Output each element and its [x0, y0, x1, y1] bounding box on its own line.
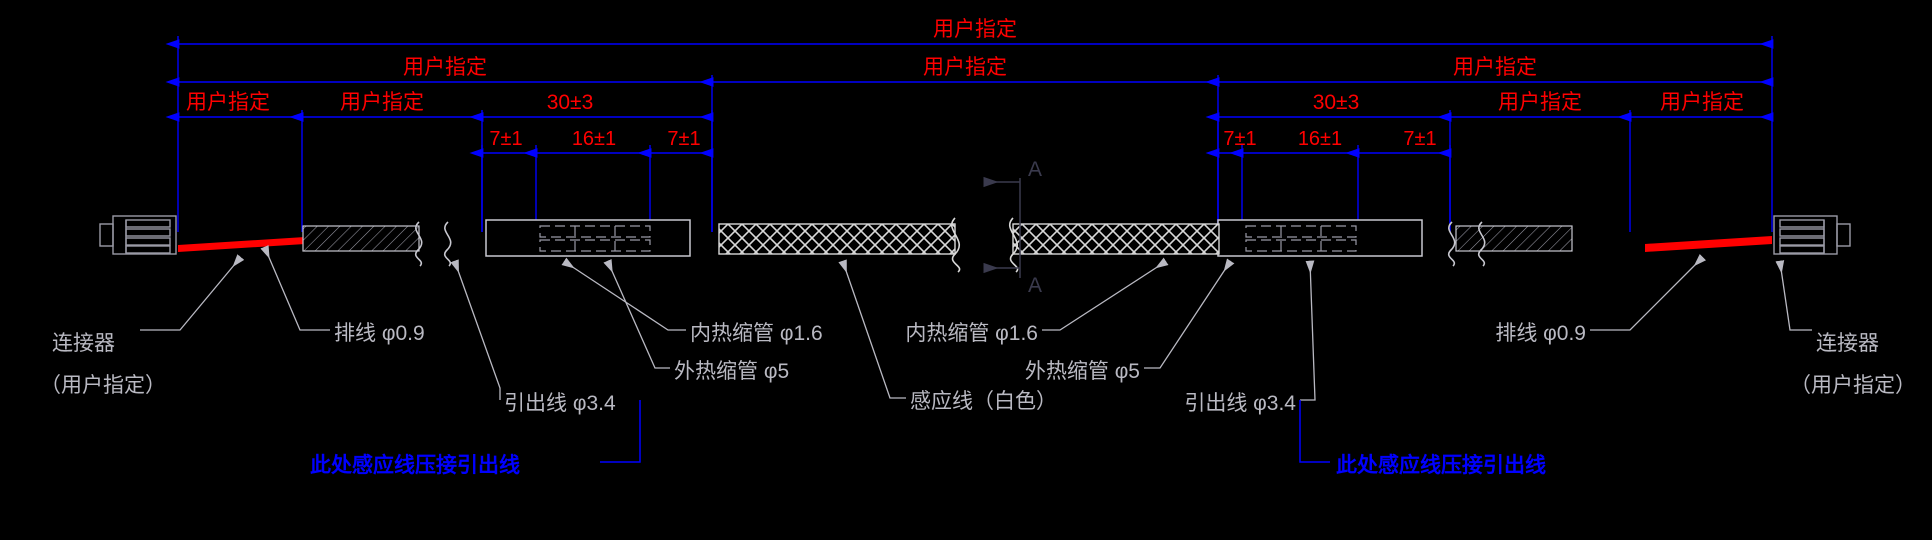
- dim-row2-label-2: 用户指定: [923, 56, 1007, 79]
- dim-row2-label-1: 用户指定: [403, 56, 487, 79]
- leader-ribbon-left: [260, 245, 330, 331]
- dimension-row-overall: 用户指定: [165, 18, 1774, 49]
- sense-wire-sheath-left: [718, 223, 956, 255]
- label-connector-left-line1: 连接器: [52, 332, 115, 355]
- label-leadout-left: 引出线 φ3.4: [504, 392, 616, 415]
- dim-row3-label-3: 30±3: [547, 91, 594, 114]
- leader-ribbon-right: [1590, 253, 1707, 331]
- ribbon-wire-right: [1645, 236, 1772, 252]
- leader-leadout-left: [450, 259, 501, 400]
- dim-row3-label-6: 用户指定: [1660, 91, 1744, 114]
- lead-out-wire-right: [1455, 225, 1573, 252]
- break-symbol-right-a: [1447, 221, 1456, 267]
- label-sense-wire: 感应线（白色）: [910, 390, 1057, 413]
- dim-row3-label-2: 用户指定: [340, 91, 424, 114]
- dim-row2-label-3: 用户指定: [1453, 56, 1537, 79]
- dim-overall-label: 用户指定: [933, 18, 1017, 41]
- dim-row4-left-2: 16±1: [572, 128, 616, 150]
- label-inner-tube-left: 内热缩管 φ1.6: [690, 322, 823, 345]
- leader-inner-tube-right: [1042, 257, 1169, 331]
- dim-row4-right-2: 16±1: [1298, 128, 1342, 150]
- sense-wire-sheath-right: [1012, 223, 1220, 255]
- label-ribbon-right: 排线 φ0.9: [1495, 322, 1586, 345]
- label-inner-tube-right: 内热缩管 φ1.6: [905, 322, 1038, 345]
- break-symbol-right-b: [1477, 221, 1486, 267]
- note-leader-left: [600, 400, 641, 463]
- label-connector-right-line2: （用户指定）: [1790, 374, 1916, 397]
- leader-inner-tube-left: [561, 257, 686, 331]
- lead-out-wire-left: [302, 225, 420, 252]
- outer-heatshrink-tube-left: [485, 219, 691, 257]
- leader-outer-tube-left: [603, 259, 670, 369]
- dim-row4-right-1: 7±1: [1223, 128, 1256, 150]
- dim-row3-label-1: 用户指定: [186, 91, 270, 114]
- dim-row3-label-4: 30±3: [1313, 91, 1360, 114]
- note-leader-right: [1299, 400, 1330, 463]
- note-right: 此处感应线压接引出线: [1336, 453, 1546, 477]
- dim-row3-label-5: 用户指定: [1498, 91, 1582, 114]
- label-leadout-right: 引出线 φ3.4: [1184, 392, 1296, 415]
- section-marker-a-bottom: A: [1028, 274, 1042, 297]
- leader-sense-wire: [838, 259, 906, 399]
- break-symbol-left-b: [443, 221, 452, 267]
- outer-heatshrink-tube-right: [1217, 219, 1423, 257]
- dim-row4-left-3: 7±1: [667, 128, 700, 150]
- dim-row4-right-3: 7±1: [1403, 128, 1436, 150]
- connector-left: [99, 215, 177, 255]
- leader-leadout-right: [1300, 260, 1316, 401]
- dimension-row-4-right: 7±1 16±1 7±1: [1205, 128, 1452, 158]
- dimension-row-3: 用户指定 用户指定 30±3 30±3 用户指定 用户指定: [165, 91, 1774, 122]
- dimension-row-2: 用户指定 用户指定 用户指定: [165, 56, 1774, 87]
- leader-outer-tube-right: [1144, 258, 1235, 369]
- leader-label-group: 连接器 （用户指定） 排线 φ0.9 引出线 φ3.4 外热缩管 φ5 内热缩管…: [40, 322, 1916, 415]
- section-marker-a: A A: [983, 158, 1042, 297]
- section-marker-a-top: A: [1028, 158, 1042, 181]
- label-connector-left-line2: （用户指定）: [40, 374, 166, 397]
- label-ribbon-left: 排线 φ0.9: [334, 322, 425, 345]
- leader-connector-right: [1775, 260, 1812, 331]
- connector-right: [1773, 215, 1851, 255]
- leader-connector-left: [140, 254, 245, 331]
- label-outer-tube-right: 外热缩管 φ5: [1025, 360, 1140, 383]
- center-break-symbol: [950, 217, 1019, 273]
- label-outer-tube-left: 外热缩管 φ5: [674, 360, 789, 383]
- dim-row4-left-1: 7±1: [489, 128, 522, 150]
- label-connector-right-line1: 连接器: [1816, 332, 1879, 355]
- ribbon-wire-left: [178, 237, 305, 252]
- dimension-row-4-left: 7±1 16±1 7±1: [469, 128, 714, 158]
- note-left: 此处感应线压接引出线: [310, 453, 520, 477]
- break-symbol-left-a: [414, 221, 423, 267]
